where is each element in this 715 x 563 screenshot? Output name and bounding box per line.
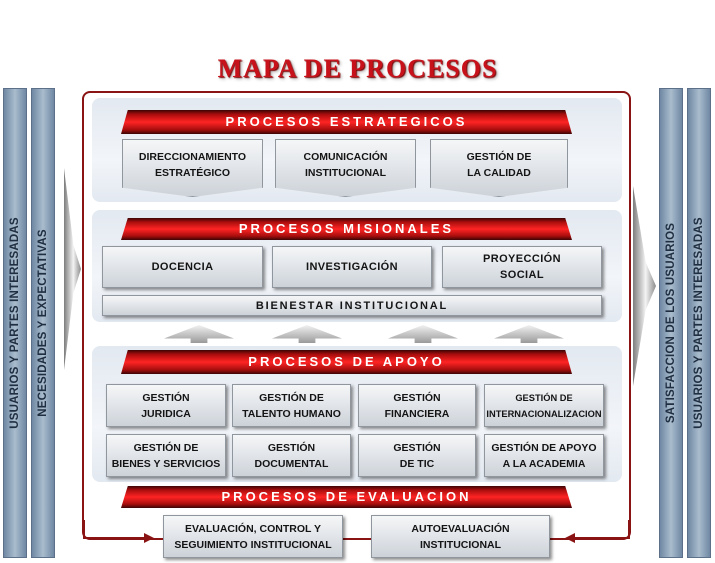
page-title: MAPA DE PROCESOS [217, 54, 498, 83]
process-gestion-apoyo-academia: GESTIÓN DE APOYO A LA ACADEMIA [484, 434, 604, 477]
left-inner-bar: NECESIDADES Y EXPECTATIVAS [31, 88, 55, 558]
process-autoevaluacion-institucional: AUTOEVALUACIÓN INSTITUCIONAL [371, 515, 550, 558]
input-arrow-icon [64, 168, 81, 370]
process-bienestar-institucional: BIENESTAR INSTITUCIONAL [102, 295, 602, 316]
process-comunicacion-institucional: COMUNICACIÓN INSTITUCIONAL [275, 139, 416, 197]
process-gestion-documental: GESTIÓN DOCUMENTAL [232, 434, 351, 477]
evaluacion-header: PROCESOS DE EVALUACION [121, 486, 572, 508]
left-outer-bar: USUARIOS Y PARTES INTERESADAS [3, 88, 27, 558]
right-inner-bar: SATISFACCION DE LOS USUARIOS [659, 88, 683, 558]
process-gestion-tic: GESTIÓN DE TIC [358, 434, 476, 477]
estrategicos-header: PROCESOS ESTRATEGICOS [121, 110, 572, 134]
process-proyeccion-social: PROYECCIÓN SOCIAL [442, 246, 602, 288]
left-inner-bar-label: NECESIDADES Y EXPECTATIVAS [37, 229, 49, 417]
process-gestion-financiera: GESTIÓN FINANCIERA [358, 384, 476, 427]
process-gestion-calidad: GESTIÓN DE LA CALIDAD [430, 139, 568, 197]
left-connector-line [83, 520, 144, 539]
right-connector-arrowhead-icon [565, 533, 575, 543]
misionales-header: PROCESOS MISIONALES [121, 218, 572, 240]
right-connector-line [575, 520, 630, 539]
process-evaluacion-control-seguimiento: EVALUACIÓN, CONTROL Y SEGUIMIENTO INSTIT… [163, 515, 343, 558]
right-outer-bar: USUARIOS Y PARTES INTERESADAS [687, 88, 711, 558]
right-outer-bar-label: USUARIOS Y PARTES INTERESADAS [693, 217, 705, 429]
process-gestion-juridica: GESTIÓN JURIDICA [106, 384, 226, 427]
process-direccionamiento-estrategico: DIRECCIONAMIENTO ESTRATÉGICO [122, 139, 263, 197]
apoyo-header: PROCESOS DE APOYO [121, 350, 572, 374]
left-outer-bar-label: USUARIOS Y PARTES INTERESADAS [9, 217, 21, 429]
process-gestion-bienes-servicios: GESTIÓN DE BIENES Y SERVICIOS [106, 434, 226, 477]
process-gestion-talento-humano: GESTIÓN DE TALENTO HUMANO [232, 384, 351, 427]
right-inner-bar-label: SATISFACCION DE LOS USUARIOS [665, 222, 677, 424]
evaluation-connectors [83, 520, 630, 543]
process-docencia: DOCENCIA [102, 246, 263, 288]
left-connector-arrowhead-icon [144, 533, 154, 543]
output-arrow-icon [633, 186, 656, 386]
process-investigacion: INVESTIGACIÓN [272, 246, 432, 288]
process-gestion-internacionalizacion: GESTIÓN DE INTERNACIONALIZACION [484, 384, 604, 427]
